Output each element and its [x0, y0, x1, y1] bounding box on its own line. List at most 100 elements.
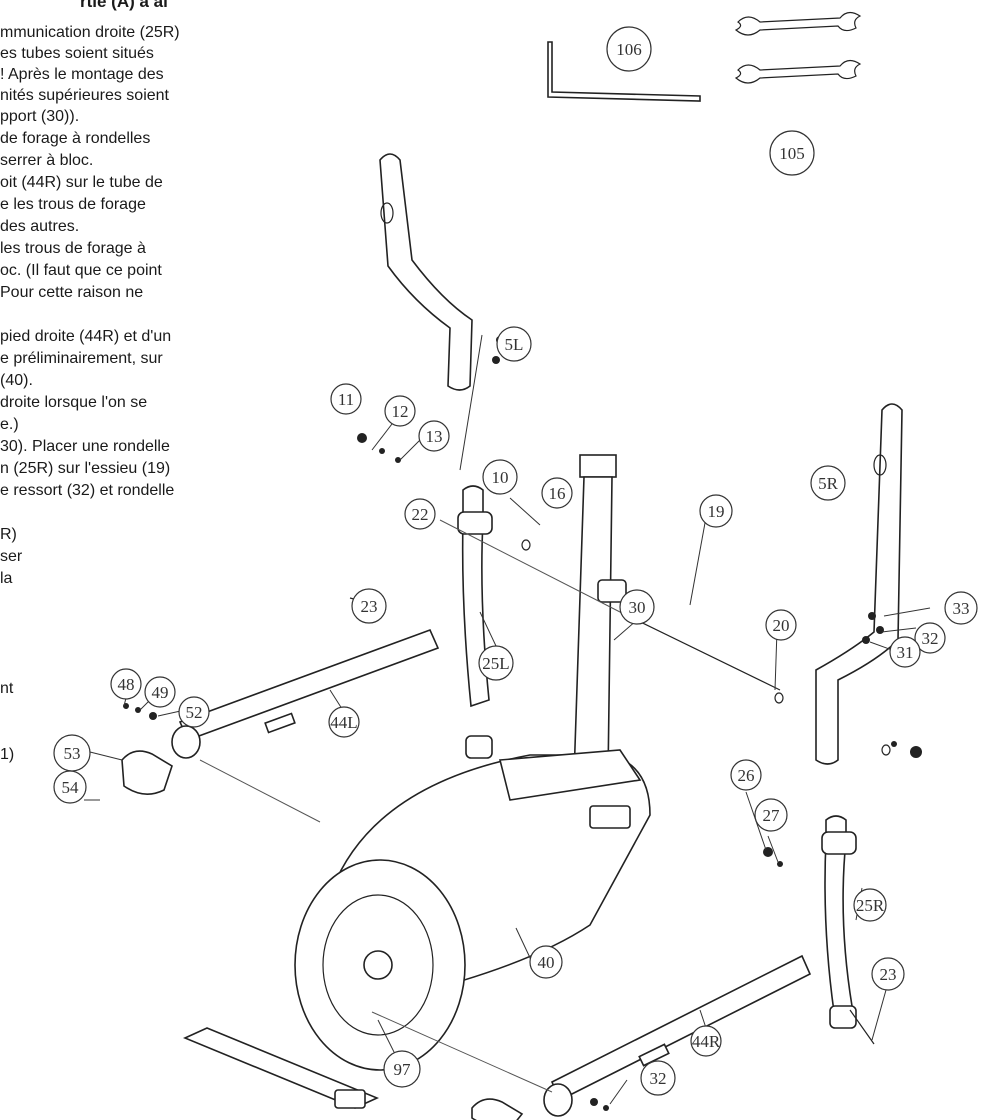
part-label-13: 13 [418, 420, 450, 452]
instruction-line: ser [0, 548, 23, 565]
part-label-53: 53 [53, 734, 91, 772]
part-label-text: 53 [64, 744, 81, 763]
instruction-line: ! Après le montage des [0, 66, 164, 83]
part-label-32: 32 [640, 1060, 676, 1096]
instruction-line: oit (44R) sur le tube de [0, 174, 163, 191]
part-label-20: 20 [765, 609, 797, 641]
part-label-text: 22 [412, 505, 429, 524]
part-label-text: 10 [492, 468, 509, 487]
part-label-23: 23 [351, 588, 387, 624]
part-label-49: 49 [144, 676, 176, 708]
allen-key-tool [547, 41, 701, 102]
left-pedal-bar [171, 628, 440, 759]
instruction-line: e les trous de forage [0, 196, 146, 213]
hardware-bits [123, 336, 922, 1111]
instruction-line: R) [0, 526, 17, 543]
part-label-31: 31 [889, 636, 921, 668]
instruction-line: 1) [0, 746, 15, 763]
section-header: rtie (A) à ai [80, 0, 168, 11]
instruction-line: Pour cette raison ne [0, 284, 144, 301]
part-label-97: 97 [383, 1050, 421, 1088]
part-label-5L: 5L [496, 326, 532, 362]
part-label-106: 106 [606, 26, 652, 72]
part-label-22: 22 [404, 498, 436, 530]
part-label-text: 30 [629, 598, 646, 617]
instruction-line: pport (30)). [0, 108, 80, 125]
part-label-text: 52 [186, 703, 203, 722]
part-label-54: 54 [53, 770, 87, 804]
part-label-48: 48 [110, 668, 142, 700]
part-label-text: 25R [856, 896, 885, 915]
left-handlebar [379, 153, 473, 391]
instruction-line: es tubes soient situés [0, 45, 154, 62]
right-lower-arm [821, 815, 857, 1029]
wrench-tools [734, 11, 862, 84]
part-label-27: 27 [754, 798, 788, 832]
part-label-text: 26 [738, 766, 755, 785]
right-pedal-cap [471, 1098, 524, 1120]
instruction-line: les trous de forage à [0, 240, 146, 257]
instruction-line: mmunication droite (25R) [0, 24, 180, 41]
part-label-32: 32 [914, 622, 946, 654]
instruction-line: nt [0, 680, 14, 697]
part-label-text: 12 [392, 402, 409, 421]
part-label-text: 25L [482, 654, 509, 673]
part-label-19: 19 [699, 494, 733, 528]
instruction-line: n (25R) sur l'essieu (19) [0, 460, 171, 477]
part-label-text: 44L [330, 713, 357, 732]
rear-stabilizer [182, 1027, 380, 1109]
part-label-44R: 44R [690, 1025, 722, 1057]
part-label-text: 5L [505, 335, 524, 354]
part-label-23: 23 [871, 957, 905, 991]
part-label-text: 54 [62, 778, 80, 797]
part-label-16: 16 [541, 477, 573, 509]
part-label-5R: 5R [810, 465, 846, 501]
part-label-text: 27 [763, 806, 781, 825]
left-pedal-cap [121, 750, 173, 795]
part-label-44L: 44L [328, 706, 360, 738]
right-handlebar [815, 403, 903, 765]
instruction-line: e.) [0, 416, 19, 433]
part-label-text: 105 [779, 144, 805, 163]
instruction-line: nités supérieures soient [0, 87, 169, 104]
part-label-text: 23 [361, 597, 378, 616]
right-pedal-bar [543, 954, 812, 1117]
part-label-52: 52 [178, 696, 210, 728]
instruction-line: des autres. [0, 218, 80, 235]
part-label-text: 23 [880, 965, 897, 984]
instruction-line: droite lorsque l'on se [0, 394, 148, 411]
instruction-line: serrer à bloc. [0, 152, 94, 169]
part-label-text: 44R [692, 1032, 721, 1051]
part-label-30: 30 [619, 589, 655, 625]
part-label-text: 5R [818, 474, 839, 493]
instruction-line: e préliminairement, sur [0, 350, 163, 367]
part-label-text: 16 [549, 484, 566, 503]
part-label-105: 105 [769, 130, 815, 176]
instruction-line: de forage à rondelles [0, 130, 151, 147]
part-label-10: 10 [482, 459, 518, 495]
part-label-text: 11 [338, 390, 354, 409]
part-label-26: 26 [730, 759, 762, 791]
part-label-text: 97 [394, 1060, 412, 1079]
part-label-text: 40 [538, 953, 555, 972]
part-label-text: 32 [922, 629, 939, 648]
instruction-line: pied droite (44R) et d'un [0, 328, 172, 345]
part-label-25L: 25L [478, 645, 514, 681]
part-label-text: 19 [708, 502, 725, 521]
part-label-11: 11 [330, 383, 362, 415]
instruction-line: oc. (Il faut que ce point [0, 262, 162, 279]
part-label-text: 32 [650, 1069, 667, 1088]
part-label-33: 33 [944, 591, 978, 625]
part-label-12: 12 [384, 395, 416, 427]
instruction-line: (40). [0, 372, 33, 389]
part-label-text: 33 [953, 599, 970, 618]
part-label-25R: 25R [853, 888, 887, 922]
part-label-40: 40 [529, 945, 563, 979]
part-label-text: 31 [897, 643, 914, 662]
part-label-text: 13 [426, 427, 443, 446]
instruction-line: la [0, 570, 13, 587]
part-label-text: 106 [616, 40, 642, 59]
part-label-text: 49 [152, 683, 169, 702]
